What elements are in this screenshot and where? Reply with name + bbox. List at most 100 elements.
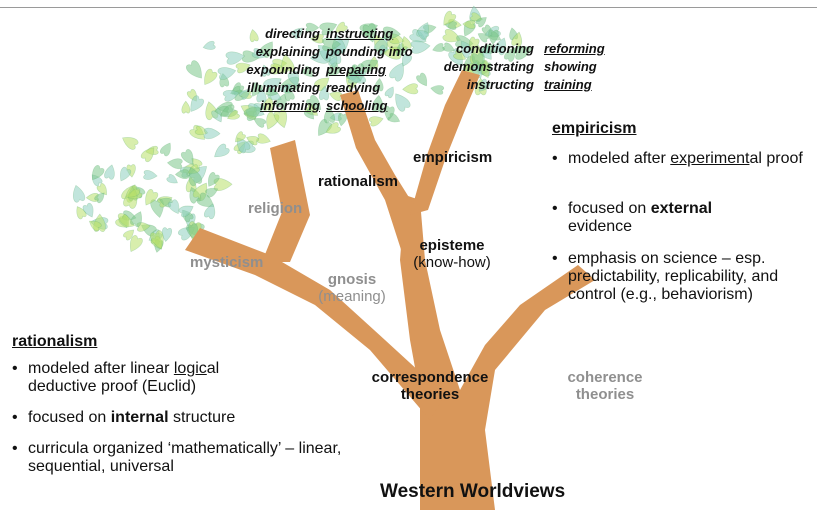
leaf-blob	[204, 68, 218, 86]
leaf-blob	[416, 72, 428, 87]
leaf-blob	[432, 43, 445, 52]
label-gnosis: gnosis (meaning)	[292, 271, 412, 305]
label-correspondence-theories: correspondence theories	[360, 369, 500, 403]
leaf-blob	[130, 211, 142, 228]
tree-trunk	[185, 70, 595, 510]
leaf-blob	[180, 149, 194, 166]
leaf-word: reforming	[544, 41, 605, 56]
leaf-blob	[310, 33, 324, 44]
leaf-word: preparing	[326, 62, 386, 77]
leaf-blob	[140, 147, 155, 163]
leaf-blob	[129, 235, 143, 252]
label-rationalism: rationalism	[318, 173, 399, 190]
episteme-title: episteme	[419, 237, 485, 254]
leaf-blob	[384, 105, 395, 121]
rat-b2-bold: internal	[110, 409, 169, 426]
leaf-blob	[203, 127, 221, 140]
leaf-blob	[453, 50, 467, 60]
emp-b1-underlined: experiment	[670, 150, 750, 167]
leaf-blob	[471, 52, 485, 72]
leaf-blob	[291, 27, 303, 39]
leaf-blob	[512, 46, 533, 60]
leaf-blob	[235, 62, 251, 74]
leaf-blob	[122, 137, 139, 150]
rat-b3-text: curricula organized ‘mathematically’ – l…	[28, 440, 342, 475]
leaf-blob	[261, 64, 271, 77]
leaf-blob	[238, 89, 251, 100]
correspondence-line1: correspondence	[371, 369, 489, 386]
leaf-blob	[115, 213, 135, 228]
leaf-blob	[493, 37, 507, 56]
rationalism-bullet-1: • modeled after linear logical deductive…	[12, 360, 220, 395]
leaf-blob	[160, 142, 171, 157]
leaf-word: pounding into	[326, 44, 413, 59]
top-rule	[0, 7, 817, 8]
rat-b1-pre: modeled after linear	[28, 360, 174, 377]
coherence-line1: coherence	[567, 369, 643, 386]
leaf-blob	[371, 94, 384, 113]
leaf-blob	[462, 19, 476, 29]
leaf-blob	[181, 100, 191, 114]
rationalism-bullet-3: • curricula organized ‘mathematically’ –…	[12, 440, 362, 476]
leaf-blob	[488, 29, 499, 45]
rat-b1-underlined: logic	[173, 360, 207, 377]
leaf-word: directing	[265, 26, 320, 41]
leaf-blob	[243, 107, 262, 121]
leaf-word: expounding	[246, 62, 320, 77]
leaf-word: instructing	[326, 26, 394, 41]
leaf-blob	[203, 203, 216, 220]
leaf-blob	[389, 62, 404, 82]
leaf-blob	[259, 41, 273, 58]
gnosis-subtitle: (meaning)	[318, 288, 386, 305]
episteme-subtitle: (know-how)	[413, 254, 491, 271]
foliage	[72, 5, 533, 253]
rat-b2-post: structure	[168, 409, 236, 426]
leaf-blob	[368, 116, 384, 127]
empiricism-panel-title: empiricism	[552, 120, 637, 137]
leaf-blob	[166, 158, 183, 170]
leaf-blob	[384, 86, 394, 99]
leaf-word: informing	[260, 98, 320, 113]
leaf-blob	[284, 87, 295, 102]
leaf-blob	[188, 167, 203, 187]
rat-b2-pre: focused on	[28, 409, 111, 426]
leaf-blob	[416, 30, 430, 41]
leaf-blob	[202, 40, 216, 50]
leaf-blob	[88, 220, 102, 232]
emp-b2-bold: external	[650, 200, 713, 217]
leaf-blob	[511, 31, 522, 48]
leaf-word: readying	[326, 80, 381, 95]
leaf-blob	[120, 166, 132, 182]
label-coherence-theories: coherence theories	[555, 369, 655, 403]
leaf-blob	[328, 55, 338, 68]
leaf-blob	[504, 47, 516, 62]
leaf-blob	[213, 178, 233, 191]
leaf-blob	[143, 170, 158, 180]
rationalism-panel-title: rationalism	[12, 333, 98, 350]
leaf-blob	[322, 37, 342, 51]
leaf-blob	[373, 35, 388, 55]
leaf-blob	[222, 89, 240, 102]
empiricism-bullet-3: • emphasis on science – esp. predictabil…	[552, 250, 792, 304]
leaf-blob	[168, 199, 180, 215]
leaf-word: explaining	[255, 44, 320, 59]
leaf-blob	[227, 110, 240, 120]
leaf-blob	[123, 229, 135, 241]
leaf-blob	[150, 230, 164, 250]
leaf-blob	[325, 122, 341, 134]
leaf-blob	[305, 22, 320, 33]
label-episteme: episteme (know-how)	[392, 237, 512, 271]
leaf-blob	[401, 35, 412, 51]
label-mysticism: mysticism	[190, 254, 264, 271]
leaf-blob	[469, 36, 480, 51]
leaf-blob	[190, 95, 204, 112]
leaf-blob	[125, 185, 141, 198]
leaf-blob	[194, 125, 209, 136]
leaf-word: schooling	[326, 98, 388, 113]
leaf-blob	[323, 106, 336, 124]
leaf-blob	[326, 62, 342, 77]
leaf-blob	[334, 21, 348, 33]
leaf-blob	[410, 40, 431, 54]
label-empiricism: empiricism	[413, 149, 493, 166]
